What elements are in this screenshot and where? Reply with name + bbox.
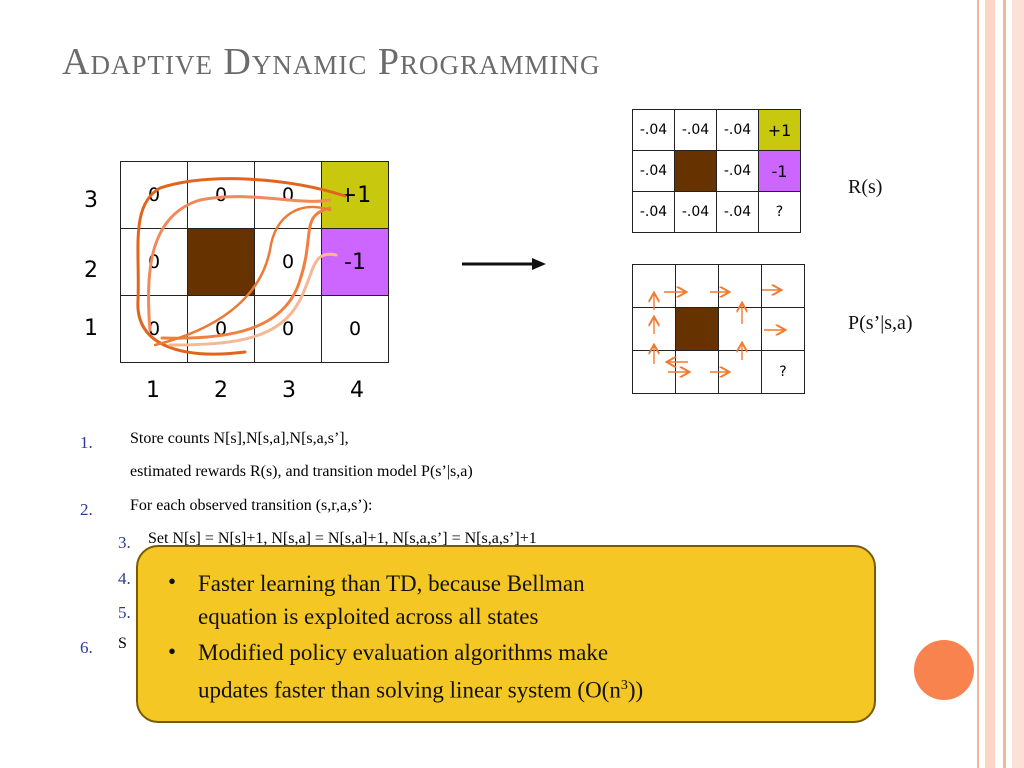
reward-grid: -.04 -.04 -.04 +1 -.04 -.04 -1 -.04 -.04… — [632, 109, 801, 233]
reward-cell: -.04 — [716, 191, 759, 233]
pit-cell: -1 — [321, 228, 389, 296]
transition-unknown-cell: ? — [761, 350, 805, 394]
decor-stripe — [1003, 0, 1006, 768]
list-number: 5. — [118, 603, 131, 622]
reward-label: R(s) — [848, 176, 883, 198]
list-number: 1. — [80, 433, 93, 452]
transition-grid: ? — [632, 264, 805, 394]
goal-cell: +1 — [321, 161, 389, 229]
callout-point: Faster learning than TD, because Bellman… — [198, 567, 585, 633]
grid-cell: 0 — [321, 295, 389, 363]
callout-line: equation is exploited across all states — [198, 604, 539, 629]
grid-cell: 0 — [187, 295, 255, 363]
transition-cell — [632, 264, 676, 308]
row-label: 2 — [84, 258, 98, 283]
list-number: 2. — [80, 500, 93, 519]
superscript: 3 — [620, 678, 628, 693]
transition-cell — [718, 350, 762, 394]
callout-line: Faster learning than TD, because Bellman — [198, 571, 585, 596]
transition-cell — [632, 307, 676, 351]
callout-line: updates faster than solving linear syste… — [198, 669, 643, 707]
grid-cell: 0 — [254, 295, 322, 363]
decor-stripe — [977, 0, 979, 768]
grid-cell: 0 — [187, 161, 255, 229]
reward-cell: -.04 — [716, 109, 759, 151]
list-text: Store counts N[s],N[s,a],N[s,a,s’], — [130, 430, 349, 447]
reward-cell: -.04 — [716, 150, 759, 192]
transition-cell — [675, 350, 719, 394]
transition-cell — [718, 264, 762, 308]
reward-cell: -.04 — [632, 150, 675, 192]
grid-cell: 0 — [254, 228, 322, 296]
col-label: 2 — [214, 378, 228, 403]
col-label: 1 — [146, 378, 160, 403]
list-text: estimated rewards R(s), and transition m… — [130, 463, 473, 480]
callout-text: )) — [627, 677, 644, 703]
decor-stripe — [985, 0, 995, 768]
transition-cell — [675, 264, 719, 308]
slide-title: Adaptive Dynamic Programming — [62, 41, 601, 83]
reward-goal-cell: +1 — [758, 109, 801, 151]
bullet-icon: • — [168, 639, 177, 664]
transition-wall-cell — [675, 307, 719, 351]
col-label: 3 — [282, 378, 296, 403]
reward-pit-cell: -1 — [758, 150, 801, 192]
callout-box: • Faster learning than TD, because Bellm… — [136, 545, 876, 723]
row-label: 1 — [84, 316, 98, 341]
arrow-head-icon — [532, 258, 546, 270]
transition-label: P(s’|s,a) — [848, 312, 913, 334]
decor-stripe — [1012, 0, 1024, 768]
grid-cell: 0 — [120, 161, 188, 229]
grid-world: 0 0 0 +1 0 0 -1 0 0 0 0 — [120, 161, 389, 363]
transition-cell — [718, 307, 762, 351]
decor-circle — [914, 640, 974, 700]
bullet-icon: • — [168, 569, 177, 594]
grid-cell: 0 — [120, 295, 188, 363]
list-number: 4. — [118, 569, 131, 588]
reward-unknown-cell: ? — [758, 191, 801, 233]
transition-cell — [632, 350, 676, 394]
reward-cell: -.04 — [674, 191, 717, 233]
col-label: 4 — [350, 378, 364, 403]
list-text: Set N[s] = N[s]+1, N[s,a] = N[s,a]+1, N[… — [148, 530, 537, 547]
list-number: 6. — [80, 638, 93, 657]
transition-cell — [761, 264, 805, 308]
reward-cell: -.04 — [674, 109, 717, 151]
reward-cell: -.04 — [632, 109, 675, 151]
callout-point: Modified policy evaluation algorithms ma… — [198, 636, 643, 707]
list-number: 3. — [118, 533, 131, 552]
row-label: 3 — [84, 188, 98, 213]
callout-line: Modified policy evaluation algorithms ma… — [198, 640, 609, 665]
reward-cell: -.04 — [632, 191, 675, 233]
list-text: For each observed transition (s,r,a,s’): — [130, 497, 373, 514]
reward-wall-cell — [674, 150, 717, 192]
callout-text: updates faster than solving linear syste… — [198, 677, 621, 703]
grid-cell: 0 — [254, 161, 322, 229]
wall-cell — [187, 228, 255, 296]
transition-cell — [761, 307, 805, 351]
list-text: S — [118, 635, 127, 652]
grid-cell: 0 — [120, 228, 188, 296]
